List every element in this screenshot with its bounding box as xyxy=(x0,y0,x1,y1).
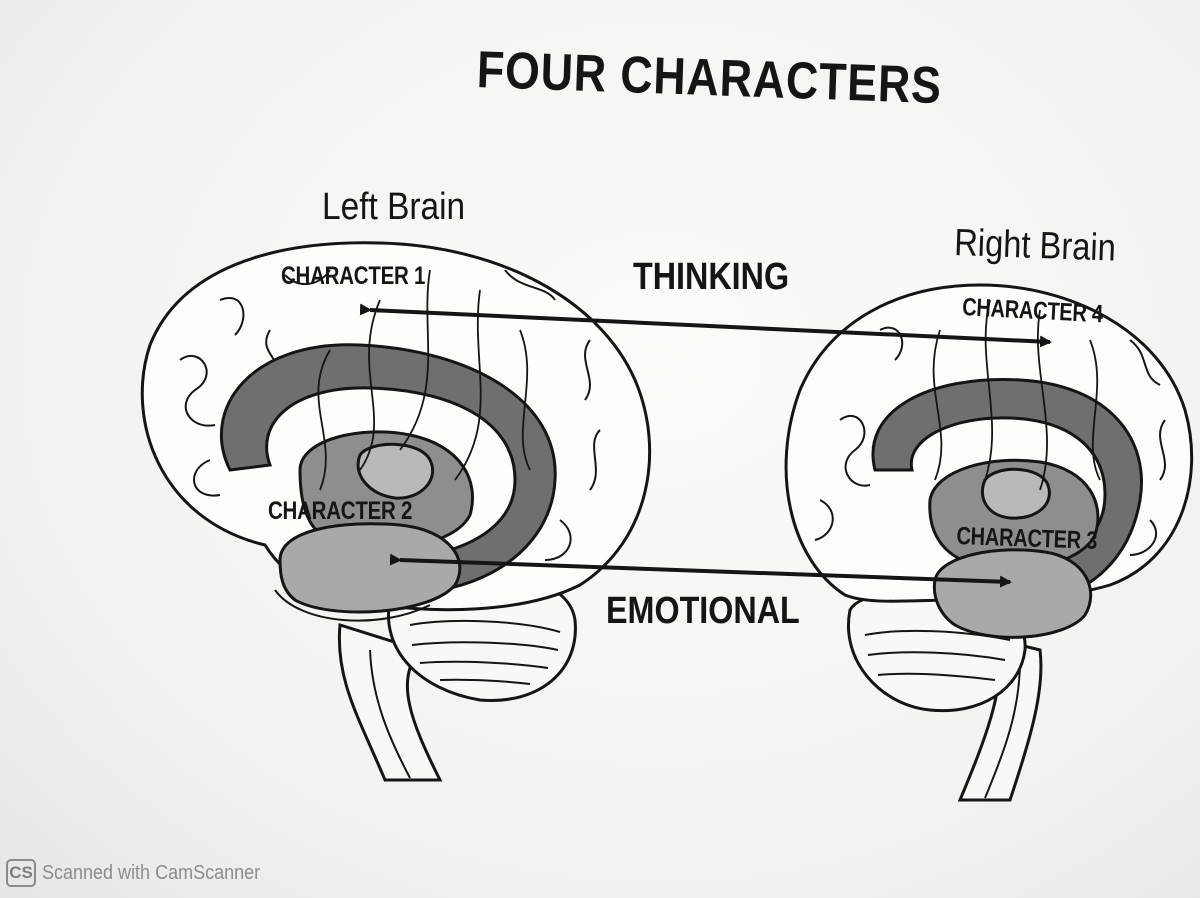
right-amygdala-region xyxy=(932,548,1093,639)
emotional-label: EMOTIONAL xyxy=(606,590,800,632)
watermark-text: Scanned with CamScanner xyxy=(42,861,261,884)
character-1-label: CHARACTER 1 xyxy=(281,262,426,290)
left-brain-label: Left Brain xyxy=(322,186,466,228)
camscanner-watermark: CS Scanned with CamScanner xyxy=(6,858,284,888)
right-brain-illustration xyxy=(784,283,1194,802)
thinking-arrow xyxy=(359,303,1052,348)
right-brain-label: Right Brain xyxy=(953,222,1117,270)
left-brainstem xyxy=(337,623,443,782)
left-amygdala-region xyxy=(278,522,462,614)
character-3-label: CHARACTER 3 xyxy=(956,522,1098,555)
character-2-label: CHARACTER 2 xyxy=(268,497,413,525)
emotional-arrow xyxy=(389,553,1012,588)
thinking-label: THINKING xyxy=(633,256,790,298)
camscanner-logo-icon: CS xyxy=(6,859,36,887)
